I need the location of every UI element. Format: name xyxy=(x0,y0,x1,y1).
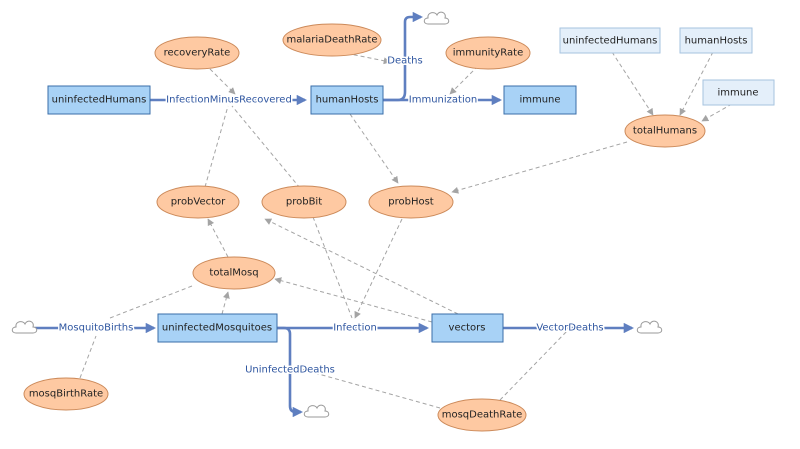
flow-label-vector-deaths[interactable]: VectorDeaths xyxy=(535,321,605,335)
link-prob-vector-to-infection-flow xyxy=(204,105,229,188)
link-vectors-to-prob-vector xyxy=(264,218,459,315)
cloud-icon xyxy=(11,320,38,334)
cloud-icon xyxy=(423,11,450,25)
flow-label-infection[interactable]: Infection xyxy=(332,321,379,335)
aux-label: recoveryRate xyxy=(164,48,231,59)
aux-label: immunityRate xyxy=(453,48,523,59)
aux-label: malariaDeathRate xyxy=(287,35,378,46)
cloud-icons xyxy=(11,11,663,418)
link-prob-bit-to-infection-mosq-flow xyxy=(312,216,353,319)
ghost-variables: uninfectedHumans humanHosts immune xyxy=(559,27,775,106)
aux-prob-host[interactable]: probHost xyxy=(368,185,454,219)
aux-label: mosqDeathRate xyxy=(442,410,523,421)
aux-malaria-death-rate[interactable]: malariaDeathRate xyxy=(282,23,382,57)
aux-label: probHost xyxy=(388,197,434,208)
stock-label: uninfectedMosquitoes xyxy=(162,323,272,334)
link-immunity-rate-to-immunization-flow xyxy=(449,65,479,95)
aux-total-humans[interactable]: totalHumans xyxy=(624,114,706,148)
ghost-immune[interactable]: immune xyxy=(702,79,775,106)
aux-immunity-rate[interactable]: immunityRate xyxy=(445,36,531,70)
stock-label: humanHosts xyxy=(316,95,379,106)
ghost-label: immune xyxy=(717,88,758,99)
aux-recovery-rate[interactable]: recoveryRate xyxy=(154,36,240,70)
flow-label-mosquito-births[interactable]: MosquitoBirths xyxy=(57,321,135,335)
flow-label-deaths[interactable]: Deaths xyxy=(386,54,424,68)
stocks: uninfectedHumans humanHosts immune uninf… xyxy=(47,85,577,343)
stock-label: immune xyxy=(519,95,560,106)
link-ghost-uninfected-humans-to-total-humans xyxy=(611,51,654,116)
link-total-humans-to-prob-host xyxy=(451,141,628,194)
flow-label-infection-minus-recovered[interactable]: InfectionMinusRecovered xyxy=(165,93,294,107)
flow-label-immunization[interactable]: Immunization xyxy=(407,93,478,107)
flow-labels: InfectionMinusRecovered Deaths Immunizat… xyxy=(57,54,605,377)
flow-pipe-uninfected-deaths[interactable] xyxy=(277,326,304,418)
cloud-icon xyxy=(636,320,663,334)
stock-uninfected-mosquitoes[interactable]: uninfectedMosquitoes xyxy=(157,313,278,343)
stock-immune[interactable]: immune xyxy=(503,85,577,115)
aux-label: probVector xyxy=(171,197,226,208)
ghost-human-hosts[interactable]: humanHosts xyxy=(679,27,753,54)
ghost-uninfected-humans[interactable]: uninfectedHumans xyxy=(559,27,661,54)
flow-label-uninfected-deaths[interactable]: UninfectedDeaths xyxy=(244,363,337,377)
link-vectors-to-total-mosq xyxy=(274,277,433,323)
link-prob-host-to-infection-mosq-flow xyxy=(354,218,403,319)
ghost-label: uninfectedHumans xyxy=(563,36,658,47)
link-uninfected-mosquitoes-to-total-mosq xyxy=(221,291,230,315)
aux-label: mosqBirthRate xyxy=(29,389,103,400)
link-ghost-human-hosts-to-total-humans xyxy=(679,51,714,116)
stock-label: uninfectedHumans xyxy=(52,95,147,106)
stock-label: vectors xyxy=(449,323,486,334)
link-total-mosq-to-mosquito-births-flow xyxy=(109,285,193,319)
link-recovery-rate-to-infection-flow xyxy=(204,63,236,95)
aux-prob-bit[interactable]: probBit xyxy=(261,185,347,219)
aux-label: totalMosq xyxy=(209,268,258,279)
ghost-label: humanHosts xyxy=(685,36,748,47)
stock-uninfected-humans[interactable]: uninfectedHumans xyxy=(47,85,151,115)
aux-label: probBit xyxy=(286,197,322,208)
aux-label: totalHumans xyxy=(633,126,697,137)
link-mosq-death-rate-to-vector-deaths-flow xyxy=(499,329,569,401)
cloud-icon xyxy=(303,404,330,418)
link-prob-bit-to-infection-flow xyxy=(231,105,301,189)
link-mosq-death-rate-to-uninfected-deaths-flow xyxy=(289,365,441,409)
stock-vectors[interactable]: vectors xyxy=(431,313,504,343)
dependency-links xyxy=(79,51,733,409)
link-mosq-birth-rate-to-mosquito-births-flow xyxy=(79,335,97,379)
link-ghost-immune-to-total-humans xyxy=(701,103,733,122)
flow-pipes xyxy=(35,11,635,418)
stock-human-hosts[interactable]: humanHosts xyxy=(310,85,384,115)
aux-total-mosq[interactable]: totalMosq xyxy=(192,256,276,290)
aux-mosq-birth-rate[interactable]: mosqBirthRate xyxy=(23,377,109,411)
aux-prob-vector[interactable]: probVector xyxy=(156,185,240,219)
aux-mosq-death-rate[interactable]: mosqDeathRate xyxy=(437,398,527,432)
link-total-mosq-to-prob-vector xyxy=(207,218,229,258)
link-human-hosts-to-prob-host xyxy=(349,113,399,184)
auxiliary-variables: recoveryRate malariaDeathRate immunityRa… xyxy=(23,23,706,432)
